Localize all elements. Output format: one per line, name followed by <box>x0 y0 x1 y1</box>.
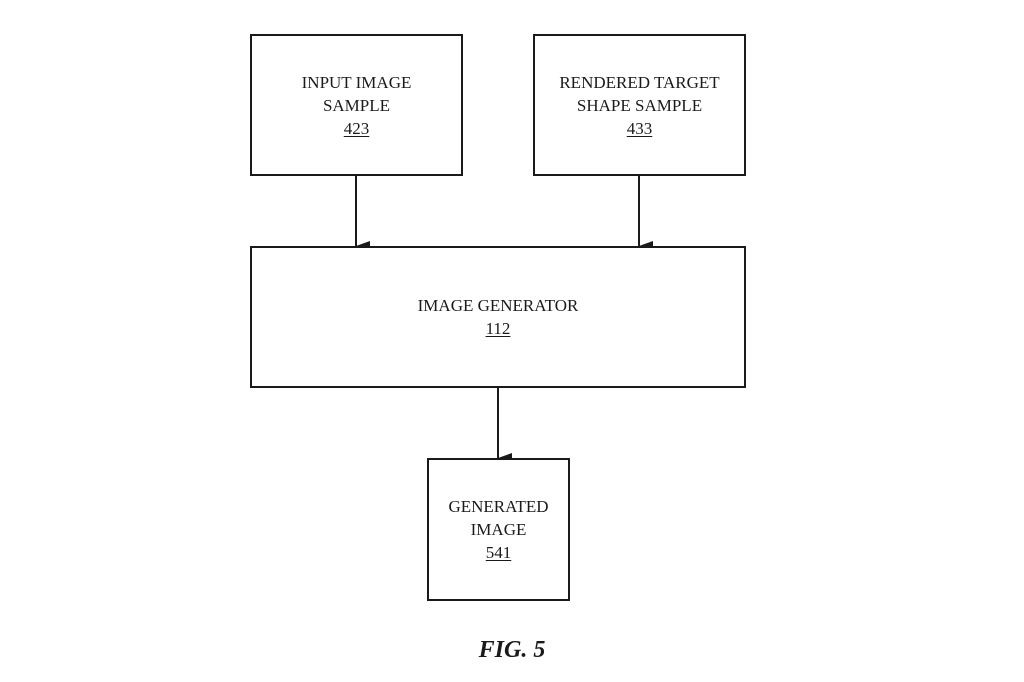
node-ref-number: 541 <box>485 543 512 562</box>
node-label-line: INPUT IMAGE <box>301 72 412 92</box>
generated-image-box: GENERATED IMAGE 541 <box>427 458 570 601</box>
image-generator-box: IMAGE GENERATOR 112 <box>250 246 746 388</box>
rendered-target-shape-sample-box: RENDERED TARGET SHAPE SAMPLE 433 <box>533 34 746 176</box>
node-label-line: RENDERED TARGET <box>559 72 720 92</box>
node-label-line: IMAGE <box>470 520 527 539</box>
node-label-line: SHAPE SAMPLE <box>576 95 703 115</box>
node-ref-number: 112 <box>485 319 511 338</box>
node-label-line: GENERATED <box>448 497 549 516</box>
node-ref-number: 433 <box>626 118 653 138</box>
figure-caption: FIG. 5 <box>478 637 546 663</box>
node-label-line: SAMPLE <box>322 95 391 115</box>
node-ref-number: 423 <box>343 118 370 138</box>
node-label-line: IMAGE GENERATOR <box>417 296 579 315</box>
input-image-sample-box: INPUT IMAGE SAMPLE 423 <box>250 34 463 176</box>
